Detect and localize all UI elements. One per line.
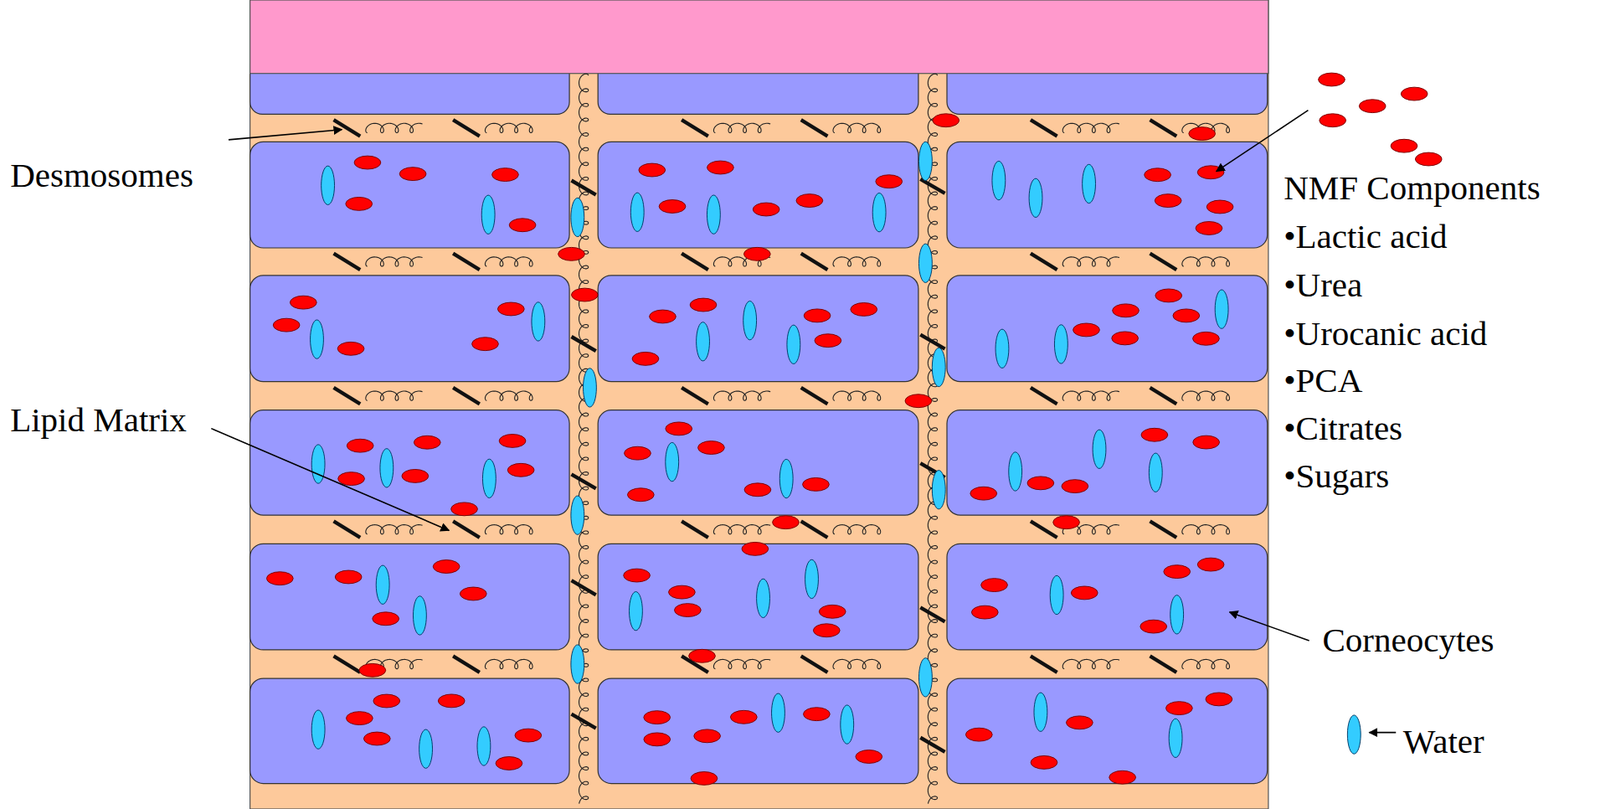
- corneocyte: [597, 410, 919, 515]
- corneocyte: [597, 275, 919, 382]
- callout-label: Desmosomes: [10, 156, 194, 195]
- corneocyte: [946, 275, 1268, 382]
- legend-heading: NMF Components: [1283, 169, 1540, 208]
- legend-item: •Sugars: [1283, 457, 1390, 496]
- corneocyte: [946, 141, 1268, 248]
- legend-item: •PCA: [1283, 361, 1363, 400]
- legend-item: •Citrates: [1283, 409, 1403, 448]
- legend-item: •Lactic acid: [1283, 217, 1447, 256]
- corneocyte: [597, 543, 919, 650]
- corneocyte: [250, 275, 570, 382]
- water-molecules: [310, 141, 1362, 768]
- surface-band: [250, 0, 1269, 74]
- corneocyte: [250, 678, 570, 783]
- corneocyte: [946, 678, 1268, 783]
- corneocyte: [597, 141, 919, 248]
- legend-item: •Urea: [1283, 267, 1363, 305]
- corneocyte: [250, 410, 570, 515]
- legend-item: •Urocanic acid: [1283, 314, 1487, 353]
- lipid-background: [250, 0, 1269, 809]
- corneocyte: [250, 543, 570, 650]
- corneocyte: [597, 678, 919, 783]
- leader-lines: [210, 110, 1396, 733]
- callout-label: Water: [1403, 722, 1485, 761]
- callout-label: Corneocytes: [1322, 622, 1495, 660]
- corneocyte: [250, 141, 570, 248]
- nmf-molecules: [266, 72, 1442, 785]
- corneocyte: [946, 410, 1268, 515]
- corneocyte: [946, 543, 1268, 650]
- callout-label: Lipid Matrix: [10, 401, 187, 440]
